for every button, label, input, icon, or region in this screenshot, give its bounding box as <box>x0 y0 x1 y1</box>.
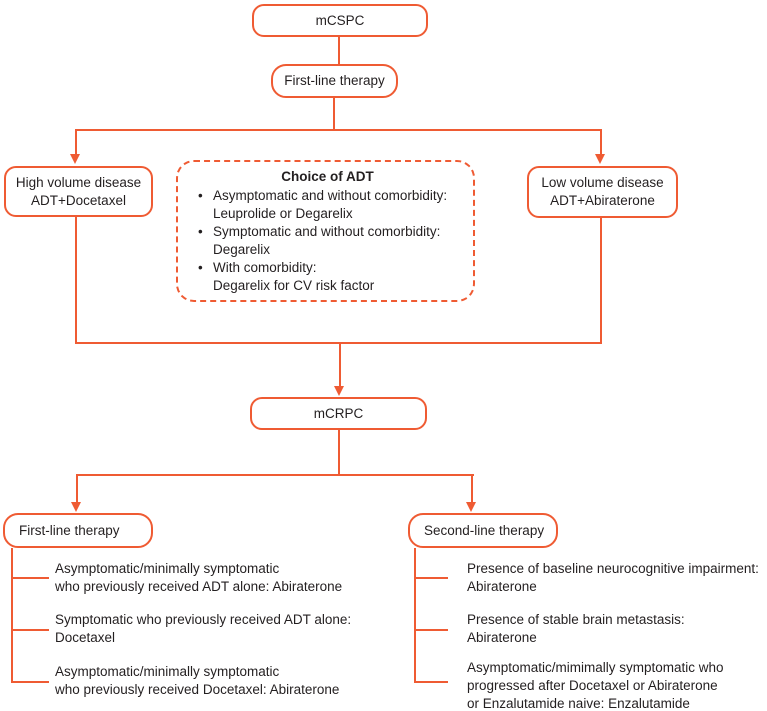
adt-bullet-1-line1: Asymptomatic and without comorbidity: <box>213 188 448 203</box>
bracket-right-tick-1 <box>414 577 448 579</box>
first-line-item-3-line1: Asymptomatic/minimally symptomatic <box>55 664 280 679</box>
second-line-item-2-line2: Abiraterone <box>467 630 537 645</box>
adt-bullet-3-line1: With comorbidity: <box>213 260 317 275</box>
node-second-line-therapy-label: Second-line therapy <box>424 522 545 538</box>
node-high-volume: High volume disease ADT+Docetaxel <box>4 166 153 217</box>
bracket-left-tick-2 <box>11 629 49 631</box>
bracket-left-tick-3 <box>11 681 49 683</box>
node-second-line-therapy: Second-line therapy <box>408 513 558 548</box>
node-low-volume: Low volume disease ADT+Abiraterone <box>527 166 678 218</box>
second-line-item-3-line1: Asymptomatic/mimimally symptomatic who <box>467 660 724 675</box>
adt-bullet-2: • Symptomatic and without comorbidity: De… <box>198 223 465 259</box>
node-mcrpc: mCRPC <box>250 397 427 430</box>
bracket-left-tick-1 <box>11 577 49 579</box>
first-line-item-1-line1: Asymptomatic/minimally symptomatic <box>55 561 280 576</box>
first-line-item-2-line2: Docetaxel <box>55 630 116 645</box>
bullet-dot: • <box>198 188 203 203</box>
arrowhead-firstline-bottom <box>71 502 81 512</box>
bullet-dot: • <box>198 260 203 275</box>
connector-arrow-secondline-stem <box>471 474 473 503</box>
arrowhead-high-volume <box>70 154 80 164</box>
connector-mcspc-to-firstline <box>338 36 340 66</box>
adt-bullet-2-line2: Degarelix <box>213 242 271 257</box>
bracket-right-tick-2 <box>414 629 448 631</box>
second-line-item-3: Asymptomatic/mimimally symptomatic who p… <box>467 659 724 711</box>
node-low-volume-line1: Low volume disease <box>541 175 664 190</box>
connector-bottom-branch-horizontal <box>76 474 474 476</box>
node-mcspc-label: mCSPC <box>315 12 365 28</box>
adt-bullet-2-text: Symptomatic and without comorbidity: Dega… <box>213 223 440 259</box>
connector-arrow-mcrpc-stem <box>339 342 341 387</box>
node-high-volume-line1: High volume disease <box>15 174 142 190</box>
adt-choice-title: Choice of ADT <box>281 169 374 184</box>
bracket-right-vertical <box>414 548 416 683</box>
arrowhead-secondline <box>466 502 476 512</box>
second-line-item-3-line2: progressed after Docetaxel or Abirateron… <box>467 678 718 693</box>
connector-firstline-to-branch <box>333 97 335 131</box>
node-first-line-therapy-bottom: First-line therapy <box>3 513 153 548</box>
node-mcrpc-label: mCRPC <box>313 405 364 421</box>
adt-bullet-1-line2: Leuprolide or Degarelix <box>213 206 353 221</box>
first-line-item-1: Asymptomatic/minimally symptomatic who p… <box>55 560 342 596</box>
connector-arrow-low-volume-stem <box>600 129 602 156</box>
bracket-right-tick-3 <box>414 681 448 683</box>
arrowhead-mcrpc <box>334 386 344 396</box>
first-line-item-1-line2: who previously received ADT alone: Abira… <box>55 579 343 594</box>
adt-choice-box: Choice of ADT • Asymptomatic and without… <box>176 160 475 302</box>
connector-arrow-high-volume-stem <box>75 129 77 156</box>
second-line-item-1: Presence of baseline neurocognitive impa… <box>467 560 759 596</box>
first-line-item-3: Asymptomatic/minimally symptomatic who p… <box>55 663 339 699</box>
connector-mcrpc-down <box>338 430 340 476</box>
adt-bullet-3: • With comorbidity: Degarelix for CV risk… <box>198 259 465 295</box>
node-mcspc: mCSPC <box>252 4 428 37</box>
connector-top-branch-horizontal <box>75 129 602 131</box>
node-first-line-therapy-bottom-label: First-line therapy <box>19 522 120 538</box>
connector-arrow-firstline-bottom-stem <box>76 474 78 503</box>
adt-bullet-2-line1: Symptomatic and without comorbidity: <box>213 224 441 239</box>
connector-high-volume-down <box>75 216 77 344</box>
node-low-volume-line2: ADT+Abiraterone <box>550 193 655 208</box>
arrowhead-low-volume <box>595 154 605 164</box>
adt-bullet-3-line2: Degarelix for CV risk factor <box>213 278 375 293</box>
second-line-item-1-line1: Presence of baseline neurocognitive impa… <box>467 561 759 576</box>
adt-bullet-3-text: With comorbidity: Degarelix for CV risk f… <box>213 259 374 295</box>
second-line-item-1-line2: Abiraterone <box>467 579 537 594</box>
adt-bullet-1: • Asymptomatic and without comorbidity: L… <box>198 187 465 223</box>
adt-bullet-1-text: Asymptomatic and without comorbidity: Leu… <box>213 187 447 223</box>
node-first-line-therapy-top-label: First-line therapy <box>284 73 385 88</box>
bracket-left-vertical <box>11 548 13 683</box>
second-line-item-3-line3: or Enzalutamide naive: Enzalutamide <box>467 696 690 711</box>
first-line-item-3-line2: who previously received Docetaxel: Abira… <box>55 682 340 697</box>
second-line-item-2: Presence of stable brain metastasis: Abi… <box>467 611 685 647</box>
node-first-line-therapy-top: First-line therapy <box>271 64 398 98</box>
first-line-item-2: Symptomatic who previously received ADT … <box>55 611 351 647</box>
node-high-volume-line2: ADT+Docetaxel <box>31 192 126 208</box>
first-line-item-2-line1: Symptomatic who previously received ADT … <box>55 612 352 627</box>
connector-mid-branch-horizontal <box>75 342 602 344</box>
second-line-item-2-line1: Presence of stable brain metastasis: <box>467 612 685 627</box>
connector-low-volume-down <box>600 217 602 344</box>
bullet-dot: • <box>198 224 203 239</box>
